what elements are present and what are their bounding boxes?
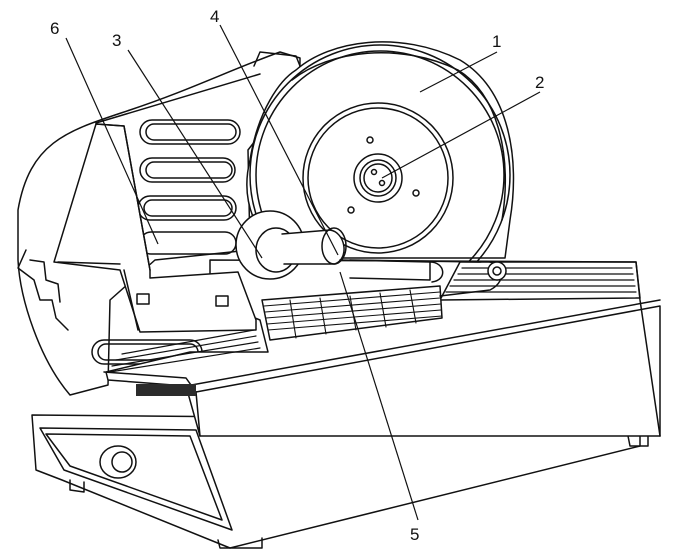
leader-line-3 xyxy=(127,49,263,259)
callout-5: 5 xyxy=(410,525,419,544)
leader-line-4 xyxy=(219,24,339,256)
bolt xyxy=(136,293,150,305)
vent-slot xyxy=(139,157,236,183)
leader-line-6 xyxy=(65,37,159,245)
leader-line-5 xyxy=(339,271,419,521)
blade-hub xyxy=(353,153,403,203)
cord-hole xyxy=(99,445,137,479)
blade-disc xyxy=(302,102,454,254)
dark-slot xyxy=(136,384,196,396)
bolt xyxy=(215,295,229,307)
vent-slot xyxy=(139,119,241,145)
callout-4: 4 xyxy=(210,7,219,26)
leader-lines xyxy=(65,24,541,521)
callout-6: 6 xyxy=(50,19,59,38)
callout-2: 2 xyxy=(535,73,544,92)
callout-1: 1 xyxy=(492,32,501,51)
blade-assembly xyxy=(246,41,515,306)
callout-3: 3 xyxy=(112,31,121,50)
slicer-illustration xyxy=(17,41,661,549)
callout-labels: 1 2 3 4 5 6 xyxy=(50,7,544,544)
leader-line-1 xyxy=(419,51,498,93)
base-plinth xyxy=(31,414,649,549)
leader-line-2 xyxy=(381,91,541,179)
food-pusher xyxy=(235,210,507,297)
